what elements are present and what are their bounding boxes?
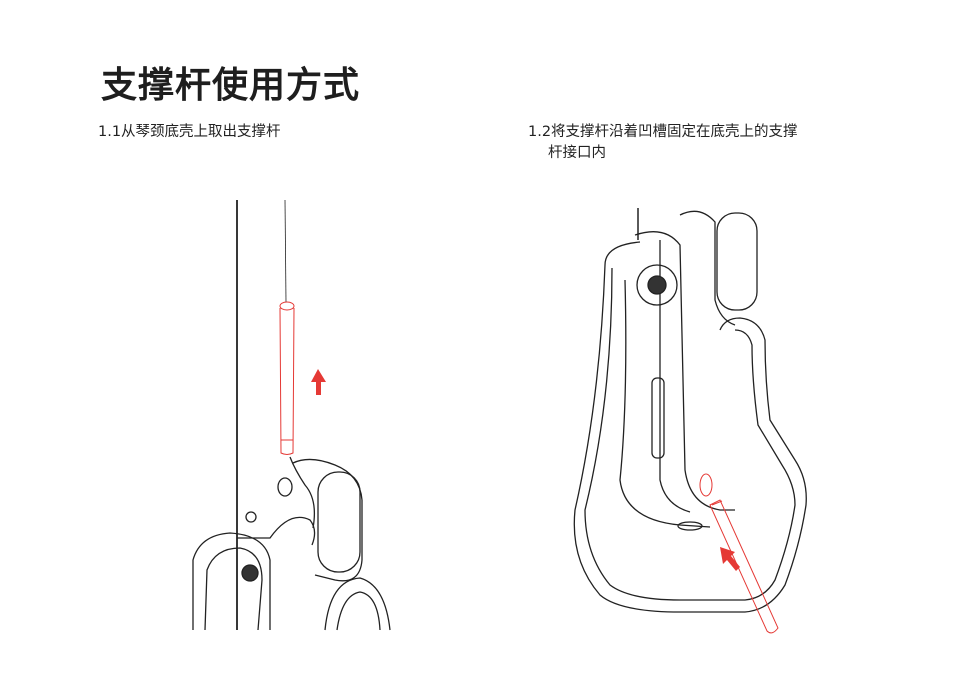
support-rod-icon	[279, 301, 295, 455]
stand-groove-line	[284, 199, 287, 303]
step-1-caption: 1.1从琴颈底壳上取出支撑杆	[98, 124, 281, 140]
body-outline	[573, 241, 807, 613]
slot-outline	[317, 471, 361, 573]
up-left-arrow-icon	[720, 547, 740, 571]
screw-icon	[245, 511, 257, 523]
step-2-caption: 1.2将支撑杆沿着凹槽固定在底壳上的支撑 杆接口内	[528, 122, 858, 164]
step-2-line-1: 1.2将支撑杆沿着凹槽固定在底壳上的支撑	[528, 124, 798, 140]
slot-outline	[716, 212, 758, 311]
up-arrow-icon	[311, 369, 326, 395]
support-rod-icon	[699, 473, 779, 634]
knob-icon	[647, 275, 667, 295]
socket-hole	[277, 477, 293, 497]
step-2-line-2: 杆接口内	[548, 145, 606, 161]
control-buttons	[651, 377, 665, 459]
page-title: 支撑杆使用方式	[101, 65, 361, 106]
socket-hole	[677, 521, 703, 531]
knob-icon	[241, 564, 259, 582]
